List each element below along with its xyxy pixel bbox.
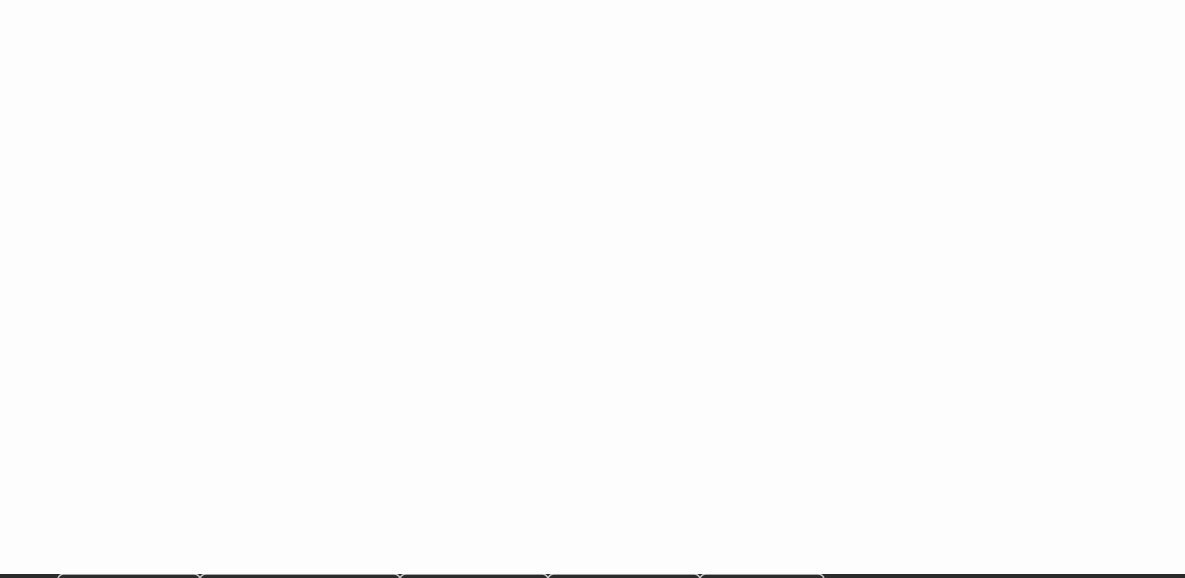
tab-4-outline[interactable] [547, 574, 701, 578]
tab-3-outline[interactable] [399, 574, 549, 578]
bottom-tab-bar [0, 574, 1185, 578]
tab-5-outline[interactable] [699, 574, 825, 578]
tab-1-outline[interactable] [57, 574, 201, 578]
tab-2-outline[interactable] [199, 574, 401, 578]
bottom-bar-background [0, 574, 1185, 578]
bottom-tab-bar-graphic [0, 574, 1185, 578]
